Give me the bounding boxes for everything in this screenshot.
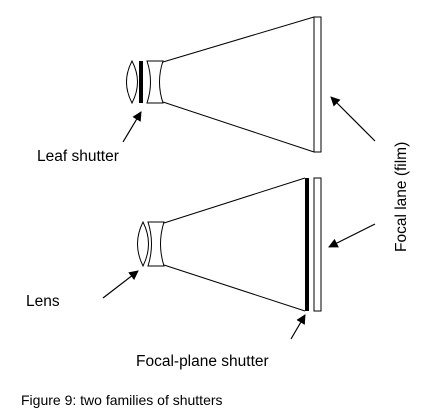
film-arrow-bottom bbox=[328, 223, 376, 248]
leaf-shutter-blade bbox=[139, 61, 143, 103]
leaf-concave-lens bbox=[146, 60, 164, 104]
film-arrow-top bbox=[330, 96, 376, 142]
fp-ray-top bbox=[163, 177, 306, 224]
lens-arrow bbox=[102, 270, 139, 299]
leaf-ray-bottom bbox=[162, 101, 315, 153]
focal-plane-shutter-arrow bbox=[290, 314, 306, 340]
leaf-shutter-label: Leaf shutter bbox=[37, 148, 119, 165]
focal-plane-film-label: Focal lane (film) bbox=[393, 142, 410, 252]
leaf-convex-lens bbox=[126, 59, 138, 105]
focal-plane-shutter-label: Focal-plane shutter bbox=[136, 353, 269, 370]
leaf-shutter-arrow bbox=[122, 111, 142, 143]
fp-ray-bottom bbox=[163, 264, 306, 312]
leaf-shutter-camera bbox=[126, 16, 322, 153]
lens-label: Lens bbox=[26, 293, 60, 310]
figure-caption: Figure 9: two families of shutters bbox=[21, 392, 223, 408]
leaf-ray-top bbox=[162, 16, 315, 63]
fp-concave-lens bbox=[147, 221, 165, 267]
leaf-film-plane bbox=[313, 16, 322, 153]
focal-plane-camera bbox=[137, 177, 322, 312]
fp-film-plane bbox=[313, 177, 322, 312]
focal-plane-shutter-blade bbox=[305, 178, 309, 311]
fp-convex-lens bbox=[137, 220, 149, 268]
